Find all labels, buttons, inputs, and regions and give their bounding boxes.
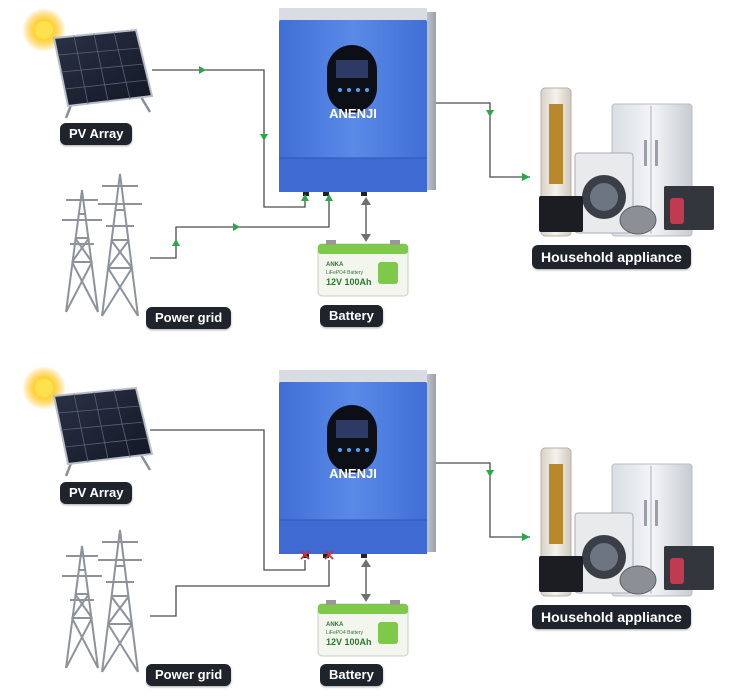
flow-arrow [325,194,333,201]
battery-label: Battery [320,664,383,686]
inverter-brand: ANENJI [329,106,377,121]
flow-arrow [301,194,309,201]
household-appliance-icon [539,447,714,597]
flow-arrow [233,223,240,231]
power-grid-label: Power grid [146,307,232,329]
battery-label: Battery [320,305,383,327]
flow-arrow [522,173,530,181]
disconnect-x-icon [324,550,334,560]
household-appliance-icon [539,87,714,237]
flow-arrow [172,239,180,246]
panel-top: PV Array Power grid ANENJI [22,8,714,329]
battery-type: LiFePO4 Battery [326,630,363,636]
flow-arrow [260,134,268,141]
pv-array-icon [22,366,154,477]
battery-model: 12V 100Ah [326,637,372,647]
battery-model: 12V 100Ah [326,277,372,287]
flow-arrow [522,533,530,541]
inverter-icon: ANENJI [279,8,436,196]
household-appliance-label: Household appliance [532,245,691,269]
battery-logo: ANKA [326,622,344,628]
connection-lines [150,66,530,259]
battery-icon: ANKA LiFePO4 Battery 12V 100Ah [317,240,409,297]
battery-type: LiFePO4 Battery [326,270,363,276]
flow-arrow [486,470,494,477]
disconnect-x-icon [300,550,310,560]
pv-to-inverter-line [152,69,306,208]
pv-array-label: PV Array [60,123,133,145]
flow-arrow [199,66,206,74]
household-appliance-label: Household appliance [532,605,691,629]
power-grid-label: Power grid [146,664,232,686]
inverter-to-load-line [436,462,530,538]
pv-array-icon [22,8,154,119]
inverter-icon: ANENJI [279,370,436,558]
inverter-to-load-line [436,102,530,178]
inverter-brand: ANENJI [329,466,377,481]
panel-bottom: PV Array Power grid ANENJI [22,366,714,686]
connection-lines [150,429,530,617]
pv-to-inverter-line [150,429,306,571]
grid-to-inverter-line [150,560,330,617]
power-grid-icon [62,529,142,673]
battery-icon: ANKA LiFePO4 Battery 12V 100Ah [317,600,409,657]
grid-to-inverter-line [150,198,330,259]
flow-arrow [486,110,494,117]
power-grid-icon [62,173,142,317]
battery-logo: ANKA [326,262,344,268]
pv-array-label: PV Array [60,482,133,504]
